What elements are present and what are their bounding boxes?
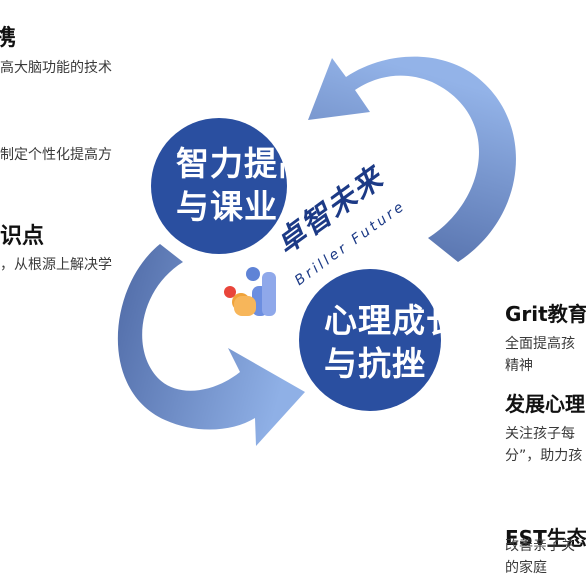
left-heading-2: 识点 xyxy=(0,224,45,249)
arrow-bottom-left xyxy=(117,244,305,446)
arrow-top-right xyxy=(308,56,516,262)
circle-psychology-line1: 心理成长 xyxy=(324,301,460,340)
circle-psychology xyxy=(299,269,441,411)
left-text-2: 制定个性化提高方 xyxy=(0,147,112,163)
left-heading-1: 携 xyxy=(0,26,17,51)
circle-intelligence-line2: 与课业 xyxy=(176,187,278,226)
circle-intelligence-label: 智力提高 与课业 xyxy=(176,142,312,228)
circle-intelligence xyxy=(151,118,287,254)
right-text-est-1: 改善亲子关 xyxy=(505,538,575,554)
circle-psychology-label: 心理成长 与抗挫 xyxy=(324,299,460,385)
right-heading-grit: Grit教育 xyxy=(505,302,586,326)
left-text-1: 高大脑功能的技术 xyxy=(0,60,112,76)
right-text-est-2: 的家庭 xyxy=(505,560,547,576)
right-text-psychology-1: 关注孩子每 xyxy=(505,426,575,442)
right-text-grit-2: 精神 xyxy=(505,358,533,374)
right-heading-est: EST生态 xyxy=(505,526,586,550)
logo-icon xyxy=(224,267,276,316)
circle-psychology-line2: 与抗挫 xyxy=(324,344,426,383)
right-text-grit-1: 全面提高孩 xyxy=(505,336,575,352)
right-text-psychology-2: 分”，助力孩 xyxy=(505,448,583,464)
brand-logo: 卓智未来 Briller Future xyxy=(222,160,412,320)
right-heading-psychology: 发展心理 xyxy=(505,392,585,416)
circle-intelligence-line1: 智力提高 xyxy=(176,144,312,183)
left-text-3: ，从根源上解决学 xyxy=(0,257,112,273)
